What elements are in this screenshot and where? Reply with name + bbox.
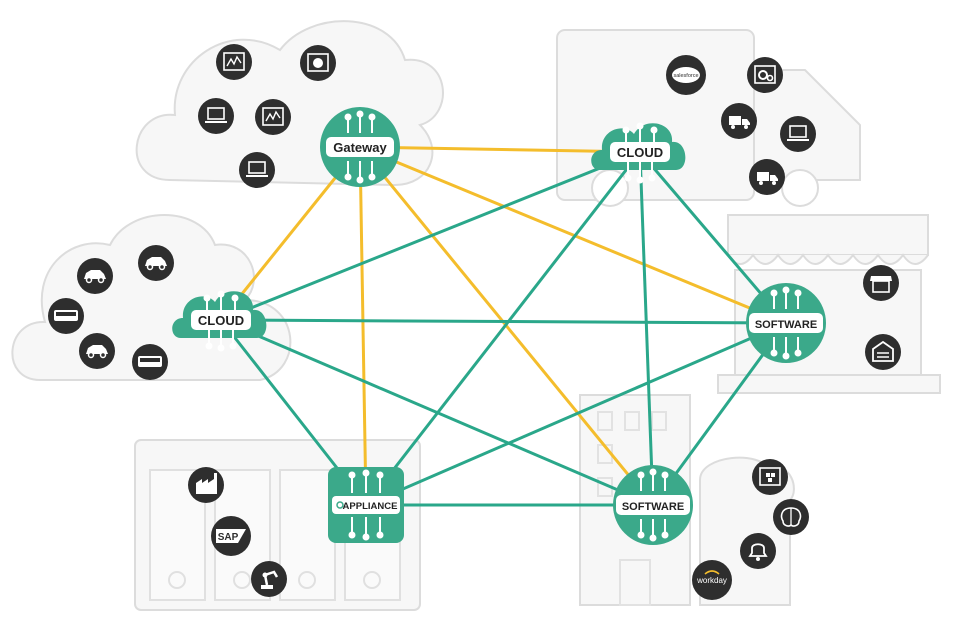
chart-window-icon	[255, 99, 291, 135]
truck-icon	[721, 103, 757, 139]
gateway-node[interactable]: Gateway	[320, 107, 400, 187]
link-gateway-to-software-right	[359, 145, 787, 325]
laptop-icon	[198, 98, 234, 134]
bell-icon	[740, 533, 776, 569]
bus-icon	[132, 344, 168, 380]
chart-window-icon	[216, 44, 252, 80]
truck-icon	[749, 159, 785, 195]
appliance-node[interactable]: APPLIANCE	[328, 467, 404, 543]
bus-icon	[48, 298, 84, 334]
salesforce-icon: salesforce	[666, 55, 706, 95]
laptop-icon	[239, 152, 275, 188]
cloud-left-node[interactable]: CLOUD	[172, 290, 267, 352]
link-cloud-top-to-appliance	[364, 151, 642, 506]
robot-arm-icon	[251, 561, 287, 597]
workday-icon: workday	[692, 560, 732, 600]
link-gateway-to-cloud-top	[359, 145, 641, 154]
power-icon	[336, 501, 344, 509]
icons: salesforce	[48, 44, 901, 600]
car-icon	[77, 258, 113, 294]
software-bottom-node[interactable]: SOFTWARE	[613, 465, 693, 545]
gears-window-icon	[747, 57, 783, 93]
sap-icon: SAP	[211, 516, 251, 556]
brain-icon	[773, 499, 809, 535]
car-icon	[79, 333, 115, 369]
pie-window-icon	[300, 45, 336, 81]
cloud-left-label: CLOUD	[198, 313, 244, 328]
gateway-label: Gateway	[333, 140, 387, 155]
laptop-icon	[780, 116, 816, 152]
cloud-top-node[interactable]: CLOUD	[591, 122, 686, 184]
factory-icon	[188, 467, 224, 503]
storefront-icon	[863, 265, 899, 301]
link-cloud-top-to-cloud-left	[220, 150, 641, 322]
link-software-right-to-appliance	[365, 321, 787, 507]
sap-logo-text: SAP	[218, 532, 239, 543]
car-icon	[138, 245, 174, 281]
software-right-node[interactable]: SOFTWARE	[746, 283, 826, 363]
backdrop-truck	[556, 29, 861, 207]
garage-icon	[865, 334, 901, 370]
hub-nodes: Gateway CLOUD	[172, 107, 826, 545]
cloud-top-label: CLOUD	[617, 145, 663, 160]
software-bottom-label: SOFTWARE	[622, 501, 684, 513]
link-cloud-left-to-software-right	[220, 318, 787, 325]
cubes-window-icon	[752, 459, 788, 495]
link-cloud-left-to-software-bottom	[220, 318, 654, 507]
link-cloud-top-to-software-bottom	[638, 151, 655, 506]
software-right-label: SOFTWARE	[755, 319, 817, 331]
workday-logo-text: workday	[696, 576, 727, 585]
link-gateway-to-appliance	[358, 146, 368, 506]
appliance-label: APPLIANCE	[343, 501, 398, 512]
salesforce-logo-text: salesforce	[673, 73, 698, 79]
